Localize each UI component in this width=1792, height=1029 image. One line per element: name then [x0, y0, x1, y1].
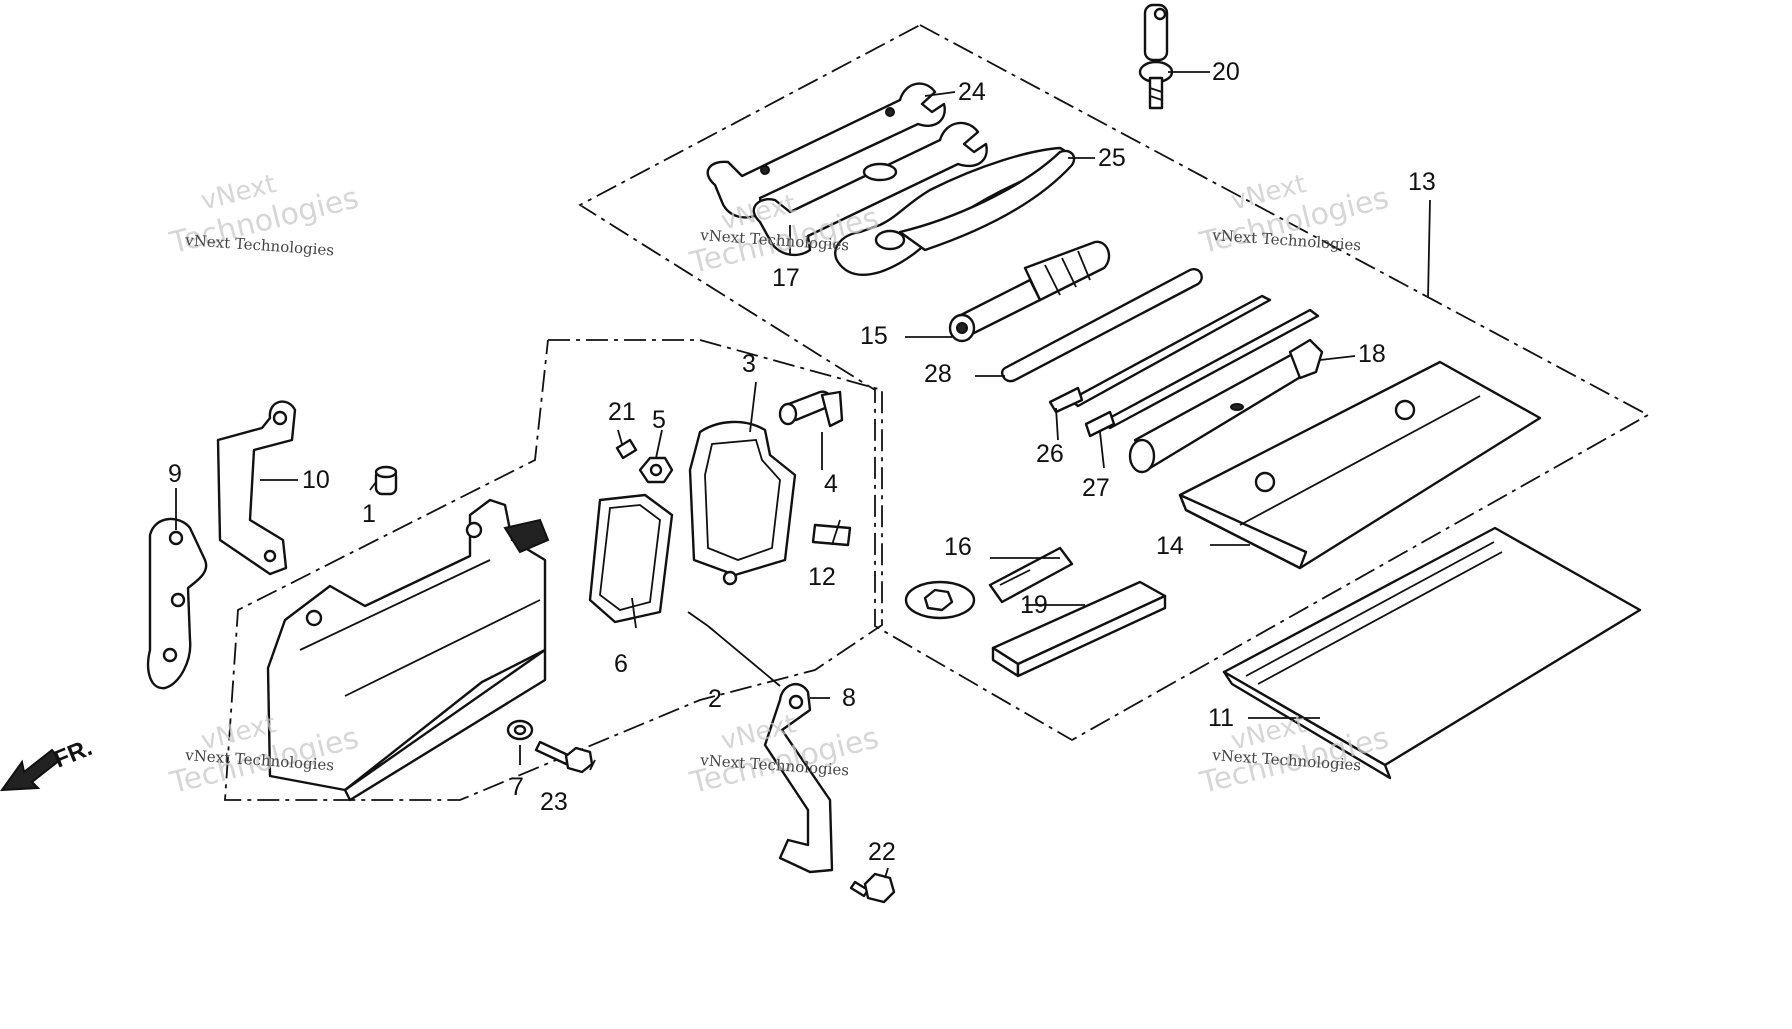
part-23-bolt [534, 740, 594, 774]
arrow-down-left-icon [0, 748, 62, 792]
callout-6: 6 [614, 650, 628, 678]
part-6-seal [588, 493, 674, 624]
part-1-collar [374, 465, 398, 496]
part-21-pin [615, 438, 638, 460]
part-7-washer [506, 719, 534, 741]
callout-4: 4 [824, 470, 838, 498]
part-15-screwdriver-handle [948, 240, 1111, 343]
callout-1: 1 [362, 500, 376, 528]
toolbox-group-outline [224, 339, 883, 801]
callout-25: 25 [1098, 144, 1126, 172]
callout-21: 21 [608, 398, 636, 426]
callout-24: 24 [958, 78, 986, 106]
callout-14: 14 [1156, 532, 1184, 560]
part-19-case [991, 580, 1167, 678]
callout-3: 3 [742, 350, 756, 378]
part-12-label [811, 523, 852, 547]
part-22-bolt [849, 872, 896, 904]
part-5-nut [638, 456, 674, 484]
callout-22: 22 [868, 838, 896, 866]
callout-5: 5 [652, 406, 666, 434]
part-11-pouch [1222, 526, 1642, 780]
part-3-lid [688, 420, 797, 586]
front-direction-indicator: FR. [0, 734, 96, 792]
part-17-wrench [752, 121, 988, 257]
part-18-plug-wrench [1128, 338, 1324, 474]
callout-11: 11 [1208, 704, 1234, 732]
part-28-rod [1001, 268, 1203, 383]
callout-23: 23 [540, 788, 568, 816]
callout-17: 17 [772, 264, 800, 292]
callout-28: 28 [924, 360, 952, 388]
part-24-wrench [706, 82, 946, 219]
part-4-lock [778, 390, 844, 428]
front-label: FR. [50, 734, 96, 774]
part-25-pliers [834, 146, 1076, 276]
callout-9: 9 [168, 460, 182, 488]
leader-lines [175, 71, 1431, 879]
callout-8: 8 [842, 684, 856, 712]
part-9-bracket [146, 517, 208, 690]
part-8-bracket [763, 682, 834, 874]
callout-15: 15 [860, 322, 888, 350]
callout-18: 18 [1358, 340, 1386, 368]
callout-27: 27 [1082, 474, 1110, 502]
toolkit-group-outline [578, 24, 1650, 742]
part-20-bolt [1138, 3, 1174, 110]
part-2-toolbox [266, 498, 550, 802]
callout-16: 16 [944, 533, 972, 561]
callout-10: 10 [302, 466, 330, 494]
part-14-tool-bag [1178, 360, 1542, 570]
watermark-brand-top-left: vNext Technologies [184, 231, 335, 259]
part-10-bracket [216, 400, 297, 576]
callout-2: 2 [708, 685, 722, 713]
callout-12: 12 [808, 563, 836, 591]
callout-7: 7 [510, 773, 524, 801]
callout-26: 26 [1036, 440, 1064, 468]
part-16-pin-spanner [904, 546, 1074, 620]
callout-13: 13 [1408, 168, 1436, 196]
part-27-screwdriver-blade [1084, 308, 1320, 438]
callout-20: 20 [1212, 58, 1240, 86]
part-26-screwdriver-blade [1048, 294, 1272, 414]
callouts: 1 2 3 4 5 6 7 8 9 10 11 12 13 14 15 16 1… [168, 58, 1436, 866]
callout-19: 19 [1020, 591, 1048, 619]
